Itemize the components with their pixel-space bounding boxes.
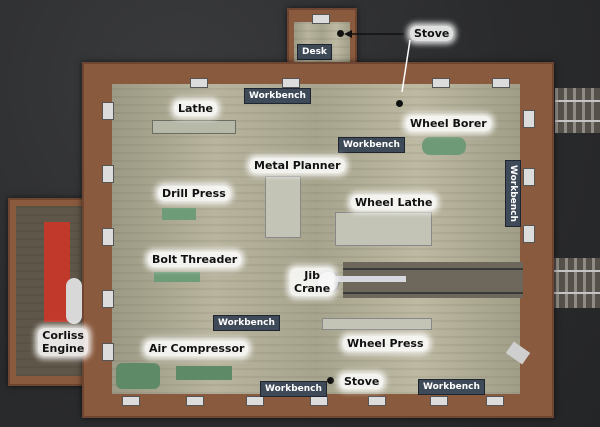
window [186,396,204,406]
window [492,78,510,88]
air-compressor-parts [176,366,232,380]
window [523,110,535,128]
label-corliss-engine: Corliss Engine [38,328,89,356]
label-bolt-threader: Bolt Threader [148,252,242,267]
workbench-right: Workbench [505,160,521,227]
rail [520,270,600,272]
corliss-engine-machine [44,222,70,322]
label-drill-press: Drill Press [158,186,230,201]
label-stove-top: Stove [410,26,454,41]
label-stove-bottom: Stove [340,374,384,389]
stove-marker-bottom [327,377,334,384]
label-air-compressor: Air Compressor [145,341,249,356]
wheel-borer-machine [422,137,466,155]
window [102,102,114,120]
window [102,290,114,308]
drill-press-machine [162,208,196,220]
label-metal-planner: Metal Planner [250,158,345,173]
window [486,396,504,406]
lathe-machine [152,120,236,134]
workbench-mid: Workbench [338,137,405,153]
label-corliss: Corliss [42,329,84,342]
stove-marker [396,100,403,107]
rail [343,292,523,294]
label-lathe: Lathe [174,101,217,116]
main-shop-floor [112,84,520,394]
jib-crane-arm [330,276,406,282]
window [102,165,114,183]
window [102,343,114,361]
window [312,14,330,24]
label-engine: Engine [42,342,85,355]
workbench-bottom-center: Workbench [260,381,327,397]
label-wheel-press: Wheel Press [343,336,428,351]
track-ties-upper [555,88,600,133]
window [523,168,535,186]
desk: Desk [297,44,332,60]
window [246,396,264,406]
rail [555,100,600,102]
label-wheel-borer: Wheel Borer [406,116,491,131]
window [282,78,300,88]
window [310,396,328,406]
label-wheel-lathe: Wheel Lathe [351,195,437,210]
window [190,78,208,88]
corliss-flywheel [66,278,82,324]
wheel-press-machine [322,318,432,330]
label-crane: Crane [294,282,331,295]
window [122,396,140,406]
bolt-threader-machine [154,272,200,282]
window [432,78,450,88]
label-jib-crane: Jib Crane [290,268,335,296]
label-jib: Jib [304,269,320,282]
rail [520,292,600,294]
workbench-lower-left: Workbench [213,315,280,331]
wheel-lathe-machine [335,212,432,246]
window [368,396,386,406]
workbench-top: Workbench [244,88,311,104]
window [102,228,114,246]
window [523,225,535,243]
window [430,396,448,406]
workbench-bottom-right: Workbench [418,379,485,395]
stove-marker-top [337,30,344,37]
metal-planner-machine [265,176,301,238]
rail [555,120,600,122]
rail [343,268,523,270]
air-compressor-machine [116,363,160,389]
